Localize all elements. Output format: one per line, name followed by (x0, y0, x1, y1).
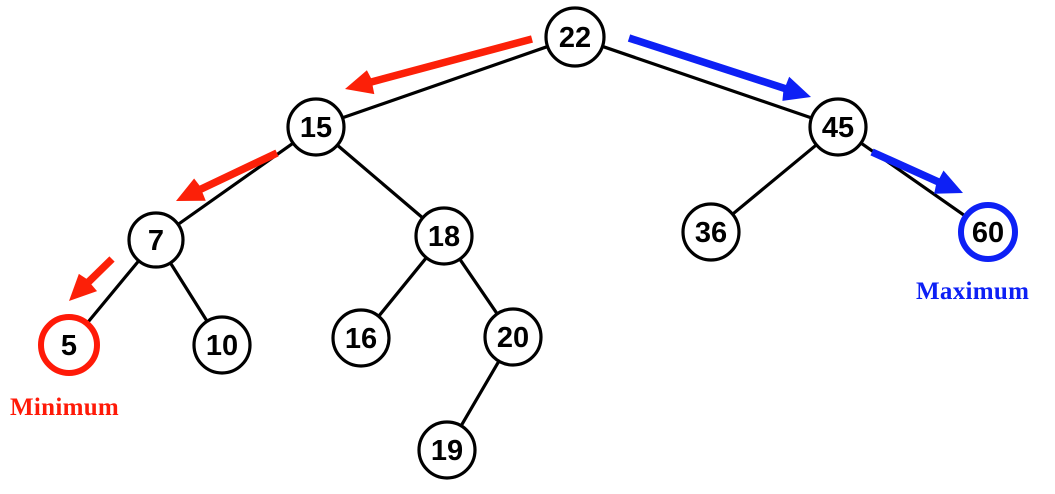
tree-node-15[interactable]: 15 (286, 97, 346, 157)
tree-edge-45-36 (730, 142, 819, 217)
node-value-20: 20 (497, 322, 529, 354)
node-circle-36 (681, 202, 741, 262)
node-value-19: 19 (431, 435, 463, 467)
node-value-5: 5 (61, 330, 77, 362)
node-circle-5 (38, 314, 100, 376)
node-circle-7 (127, 211, 185, 269)
traversal-arrow-shaft-max-1 (627, 34, 794, 95)
node-circle-15 (286, 97, 346, 157)
node-value-36: 36 (695, 217, 727, 249)
node-circle-19 (417, 420, 477, 480)
traversal-arrow-head-min-1 (345, 70, 375, 95)
node-value-22: 22 (559, 22, 591, 54)
node-value-60: 60 (972, 217, 1004, 249)
nodes-group: 22 15 45 7 18 36 60 5 10 16 20 19 (38, 6, 1018, 480)
node-circle-20 (483, 307, 543, 367)
node-value-16: 16 (345, 323, 377, 355)
arrows-group (69, 34, 963, 301)
traversal-arrow-shaft-min-2 (192, 149, 279, 196)
tree-edge-22-45 (599, 44, 815, 120)
tree-node-20[interactable]: 20 (483, 307, 543, 367)
tree-node-19[interactable]: 19 (417, 420, 477, 480)
tree-node-10[interactable]: 10 (192, 315, 252, 375)
traversal-arrow-head-min-3 (69, 273, 98, 301)
minimum-label: Minimum (10, 394, 120, 421)
tree-node-22[interactable]: 22 (544, 6, 606, 68)
tree-edge-18-20 (457, 256, 500, 317)
node-circle-45 (808, 97, 868, 157)
node-circle-16 (331, 308, 391, 368)
traversal-arrow-shaft-min-1 (363, 35, 533, 88)
tree-edge-22-15 (339, 44, 551, 120)
node-circle-18 (414, 206, 474, 266)
tree-edge-7-5 (84, 258, 142, 326)
node-value-10: 10 (206, 330, 238, 362)
node-circle-10 (192, 315, 252, 375)
node-value-7: 7 (148, 225, 164, 257)
tree-edge-20-19 (459, 358, 501, 429)
node-circle-60 (958, 202, 1018, 262)
node-circle-22 (544, 6, 606, 68)
tree-node-60[interactable]: 60 (958, 202, 1018, 262)
node-value-45: 45 (822, 112, 854, 144)
tree-node-45[interactable]: 45 (808, 97, 868, 157)
tree-node-36[interactable]: 36 (681, 202, 741, 262)
tree-node-7[interactable]: 7 (127, 211, 185, 269)
tree-edge-7-10 (168, 260, 210, 324)
traversal-arrow-head-max-2 (934, 170, 963, 194)
traversal-arrow-head-max-1 (782, 76, 811, 101)
tree-node-16[interactable]: 16 (331, 308, 391, 368)
tree-node-18[interactable]: 18 (414, 206, 474, 266)
tree-node-5[interactable]: 5 (38, 314, 100, 376)
traversal-arrow-head-min-2 (176, 178, 206, 201)
traversal-arrow-shaft-max-2 (870, 148, 947, 189)
tree-edge-15-18 (334, 142, 426, 221)
node-value-18: 18 (428, 221, 460, 253)
maximum-label: Maximum (916, 278, 1030, 305)
tree-edge-18-16 (376, 255, 429, 319)
node-value-15: 15 (300, 112, 332, 144)
